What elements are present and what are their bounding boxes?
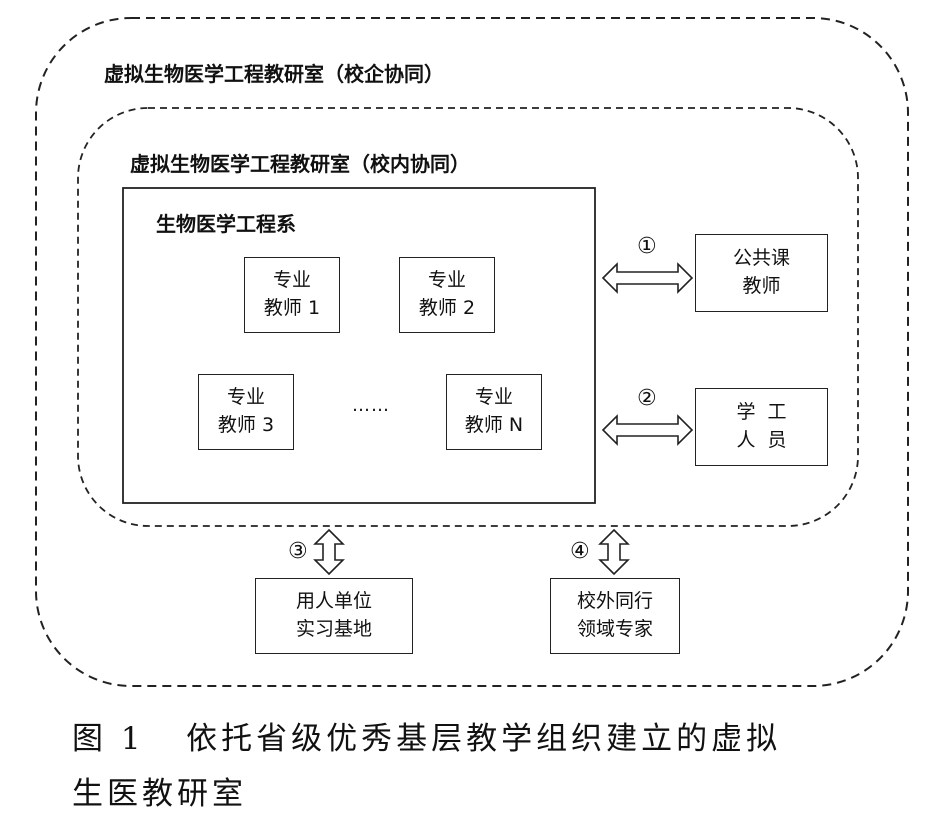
inner-frame-title: 虚拟生物医学工程教研室（校内协同） bbox=[130, 152, 470, 176]
teacher-box-line1: 专业 bbox=[272, 269, 311, 292]
employer-internship-box: 用人单位 实习基地 bbox=[255, 578, 413, 654]
double-arrow-4 bbox=[598, 528, 630, 576]
partner-box-line2: 领域专家 bbox=[576, 618, 653, 640]
partner-box-line2: 教师 bbox=[742, 275, 781, 297]
teacher-box-1: 专业 教师 1 bbox=[244, 257, 340, 333]
teacher-box-line1: 专业 bbox=[226, 386, 265, 409]
teacher-box-n: 专业 教师 N bbox=[446, 374, 542, 450]
inner-dashed-frame bbox=[77, 107, 859, 527]
teacher-box-line1: 专业 bbox=[474, 386, 513, 409]
teacher-box-line1: 专业 bbox=[427, 269, 466, 292]
teacher-box-3: 专业 教师 3 bbox=[198, 374, 294, 450]
student-affairs-staff-box: 学 工 人 员 bbox=[695, 388, 828, 466]
department-box bbox=[122, 187, 596, 504]
marker-2: ② bbox=[637, 386, 657, 411]
teacher-box-line2: 教师 1 bbox=[263, 297, 321, 319]
partner-box-line1: 公共课 bbox=[732, 247, 790, 270]
figure-caption-line1: 图 1 依托省级优秀基层教学组织建立的虚拟 bbox=[72, 721, 782, 757]
partner-box-line1: 学 工 bbox=[736, 401, 787, 424]
teacher-box-line2: 教师 N bbox=[464, 414, 524, 436]
teacher-box-line2: 教师 2 bbox=[418, 297, 476, 319]
marker-3: ③ bbox=[288, 539, 308, 564]
department-title: 生物医学工程系 bbox=[156, 212, 296, 236]
double-arrow-3 bbox=[313, 528, 345, 576]
teacher-box-line2: 教师 3 bbox=[217, 414, 275, 436]
double-arrow-1 bbox=[601, 262, 694, 294]
figure-caption-line2: 生医教研室 bbox=[72, 776, 247, 812]
marker-1: ① bbox=[637, 234, 657, 259]
teacher-box-2: 专业 教师 2 bbox=[399, 257, 495, 333]
partner-box-line2: 人 员 bbox=[736, 429, 787, 451]
teacher-ellipsis: …… bbox=[352, 395, 390, 416]
marker-4: ④ bbox=[570, 539, 590, 564]
partner-box-line1: 用人单位 bbox=[295, 590, 372, 613]
outer-dashed-frame bbox=[35, 17, 909, 687]
partner-box-line2: 实习基地 bbox=[295, 618, 372, 640]
external-experts-box: 校外同行 领域专家 bbox=[550, 578, 680, 654]
partner-box-line1: 校外同行 bbox=[576, 590, 653, 613]
double-arrow-2 bbox=[601, 414, 694, 446]
outer-frame-title: 虚拟生物医学工程教研室（校企协同） bbox=[104, 62, 444, 86]
public-course-teacher-box: 公共课 教师 bbox=[695, 234, 828, 312]
